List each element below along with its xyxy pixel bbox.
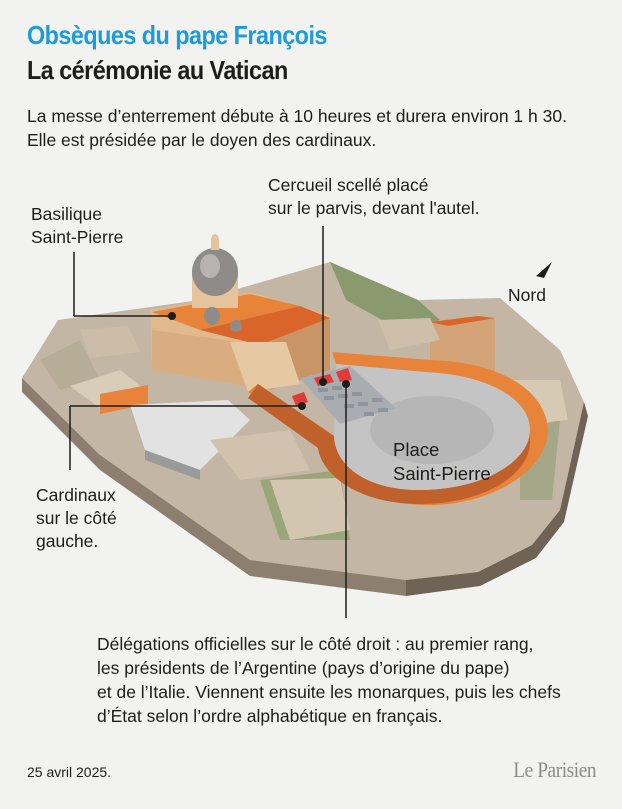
- north-arrow-icon: [536, 262, 552, 278]
- intro-line-2: Elle est présidée par le doyen des cardi…: [27, 130, 377, 150]
- page-title: Obsèques du pape François: [27, 20, 327, 50]
- coffin-label: Cercueil scellé placé sur le parvis, dev…: [268, 175, 480, 218]
- page-subtitle: La cérémonie au Vatican: [27, 55, 288, 85]
- delegations-label: Délégations officielles sur le côté droi…: [97, 634, 561, 726]
- basilica-building: [150, 234, 330, 392]
- annotation-leaders: [69, 226, 347, 618]
- publication-date: 25 avril 2025.: [27, 764, 112, 780]
- intro-text: La messe d’enterrement débute à 10 heure…: [27, 104, 597, 152]
- saint-peter-square: [292, 364, 530, 490]
- colonnade: [248, 352, 548, 506]
- north-label: Nord: [508, 285, 546, 305]
- annotation-dots: [168, 312, 350, 410]
- intro-line-1: La messe d’enterrement débute à 10 heure…: [27, 106, 567, 126]
- brand-logo: Le Parisien: [513, 757, 596, 782]
- basilica-label: Basilique Saint-Pierre: [31, 204, 124, 247]
- cardinals-label: Cardinaux sur le côté gauche.: [36, 485, 117, 551]
- square-label: Place Saint-Pierre: [393, 439, 491, 484]
